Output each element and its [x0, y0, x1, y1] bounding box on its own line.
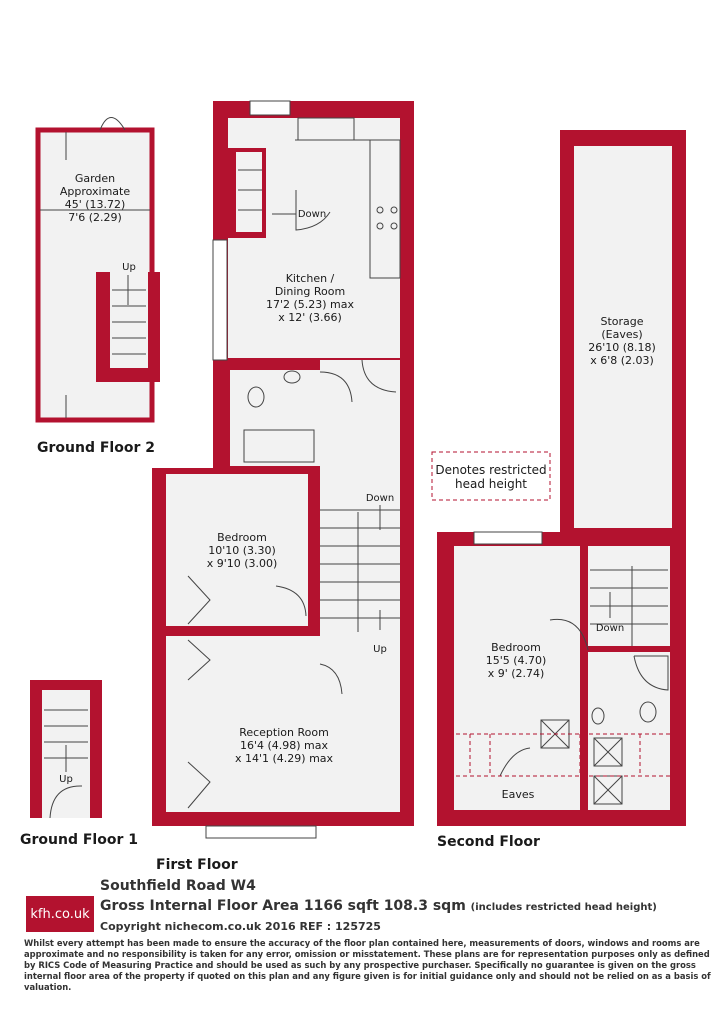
restricted-height-markers	[431, 451, 672, 777]
second-bathroom-floor	[588, 652, 670, 810]
first-landing-stairs	[320, 505, 400, 632]
reception-name: Reception Room	[239, 726, 329, 739]
bathroom-floor	[230, 370, 322, 466]
gf1-stairs-up: Up	[59, 774, 73, 785]
landing-floor	[320, 360, 400, 690]
storage-dim-2: x 6'8 (2.03)	[590, 354, 654, 367]
second-stairs-down: Down	[596, 623, 624, 634]
storage-floor	[574, 146, 672, 528]
kitchen-stairs-down: Down	[298, 209, 326, 220]
kitchen-dim-1: 17'2 (5.23) max	[266, 298, 355, 311]
landing-stairs-up: Up	[373, 644, 387, 655]
second-bedroom-floor	[454, 546, 580, 810]
bedroom-first-name: Bedroom	[217, 531, 267, 544]
property-address: Southfield Road W4	[100, 878, 256, 894]
garden-dim-2: 7'6 (2.29)	[68, 211, 122, 224]
legend-line-1: Denotes restricted	[435, 463, 546, 477]
first-bedroom-floor	[166, 474, 308, 626]
copyright: Copyright nichecom.co.uk 2016 REF : 1257…	[100, 920, 381, 933]
kitchen-name-1: Kitchen /	[286, 272, 335, 285]
gf2-stairs-up: Up	[122, 262, 136, 273]
legend-line-2: head height	[455, 477, 527, 491]
floor-area: Gross Internal Floor Area 1166 sqft 108.…	[100, 898, 657, 914]
bedroom-second-dim-2: x 9' (2.74)	[488, 667, 545, 680]
storage-name-2: (Eaves)	[601, 328, 642, 341]
kitchen-name-2: Dining Room	[275, 285, 345, 298]
garden-name-1: Garden	[75, 172, 115, 185]
floor-area-note: (includes restricted head height)	[470, 902, 657, 913]
kitchen-dim-2: x 12' (3.66)	[278, 311, 342, 324]
second-floor-stairs	[590, 566, 668, 646]
gf2-stairs	[112, 275, 146, 355]
eaves-label: Eaves	[502, 788, 535, 801]
storage-dim-1: 26'10 (8.18)	[588, 341, 656, 354]
bedroom-second-name: Bedroom	[491, 641, 541, 654]
bedroom-first-dim-1: 10'10 (3.30)	[208, 544, 276, 557]
reception-dim-2: x 14'1 (4.29) max	[235, 752, 334, 765]
floor-plan: Garden Approximate 45' (13.72) 7'6 (2.29…	[20, 100, 686, 873]
bedroom-second-dim-1: 15'5 (4.70)	[486, 654, 547, 667]
floor-label-ground2: Ground Floor 2	[37, 440, 155, 456]
garden-dim-1: 45' (13.72)	[65, 198, 126, 211]
kfh-logo: kfh.co.uk	[26, 896, 94, 932]
garden-name-2: Approximate	[60, 185, 130, 198]
floor-label-ground1: Ground Floor 1	[20, 832, 138, 848]
floor-label-first: First Floor	[156, 857, 238, 873]
second-landing-floor	[588, 546, 670, 646]
bedroom-first-dim-2: x 9'10 (3.00)	[207, 557, 278, 570]
storage-name-1: Storage	[600, 315, 643, 328]
reception-floor	[166, 636, 400, 812]
disclaimer: Whilst every attempt has been made to en…	[24, 938, 711, 992]
floor-label-second: Second Floor	[437, 834, 540, 850]
reception-dim-1: 16'4 (4.98) max	[240, 739, 329, 752]
floor-area-value: Gross Internal Floor Area 1166 sqft 108.…	[100, 898, 466, 914]
landing-stairs-down: Down	[366, 493, 394, 504]
gf1-stairs	[44, 709, 88, 819]
